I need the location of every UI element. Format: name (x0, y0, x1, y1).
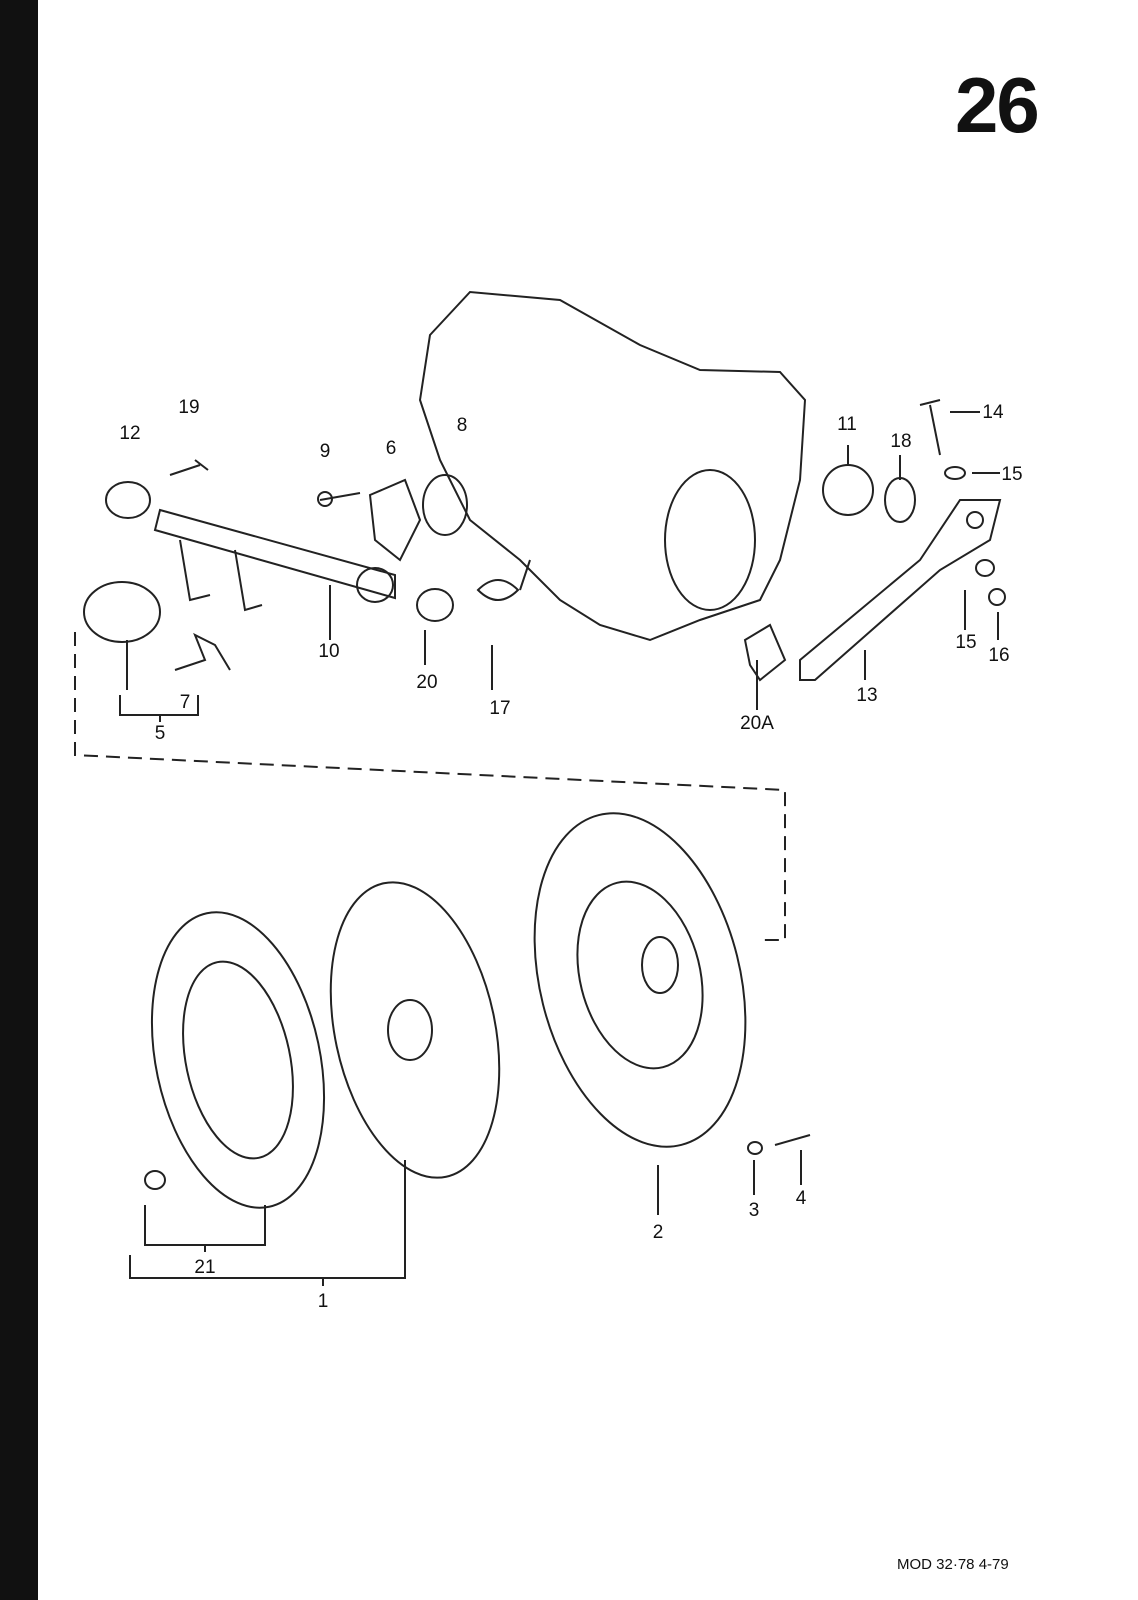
callout-18: 18 (890, 431, 912, 452)
pressure-plate (533, 812, 747, 1148)
clutch-disc (329, 881, 501, 1179)
callout-17: 17 (489, 698, 511, 719)
callout-16: 16 (988, 645, 1010, 666)
callout-20A: 20A (740, 713, 774, 734)
callout-14: 14 (982, 402, 1004, 423)
callout-19: 19 (178, 397, 200, 418)
connector-line (74, 632, 786, 941)
circlip-18 (884, 477, 916, 523)
callout-11: 11 (837, 414, 857, 435)
bush-20 (416, 588, 454, 622)
group-bracket-21 (144, 1205, 266, 1252)
group-bracket-5 (119, 695, 199, 722)
callout-20: 20 (416, 672, 438, 693)
callout-15: 15 (1001, 464, 1023, 485)
callout-4: 4 (795, 1188, 807, 1209)
callout-1: 1 (317, 1291, 329, 1312)
callout-2: 2 (652, 1222, 664, 1243)
washer-15-lower (975, 559, 995, 577)
callout-7: 7 (179, 692, 191, 713)
bolt-19 (169, 459, 209, 476)
fork-fingers (179, 539, 263, 612)
bolt-9 (319, 492, 361, 501)
bracket-20A (743, 623, 787, 682)
guide-sleeve-8 (422, 474, 468, 536)
bolt-14 (919, 399, 941, 456)
footer-model-code: MOD 32·78 4-79 (897, 1556, 1009, 1573)
housing-bellhousing-opening (664, 469, 756, 611)
scan-binding-edge (0, 0, 38, 1600)
bushing-11 (822, 464, 874, 516)
callout-21: 21 (194, 1257, 216, 1278)
clip-7 (174, 632, 231, 671)
bushing-12 (105, 481, 151, 519)
spring-17 (476, 559, 531, 601)
callout-9: 9 (319, 441, 331, 462)
clutch-lever-13 (799, 499, 1002, 681)
gasket-6 (368, 478, 422, 562)
callout-8: 8 (456, 415, 468, 436)
clutch-lining-21 (150, 911, 326, 1209)
release-bearing (83, 581, 161, 643)
callout-6: 6 (385, 438, 397, 459)
callout-12: 12 (119, 423, 141, 444)
gearbox-housing (418, 290, 807, 642)
rivet-21 (144, 1170, 166, 1190)
shaft-splines (356, 567, 394, 603)
page-number: 26 (955, 61, 1040, 149)
callout-5: 5 (154, 723, 166, 744)
washer-15 (944, 466, 966, 480)
callout-3: 3 (748, 1200, 760, 1221)
callout-13: 13 (856, 685, 878, 706)
group-bracket-1 (129, 1160, 406, 1286)
bolt-4 (774, 1134, 811, 1146)
callout-10: 10 (318, 641, 340, 662)
release-shaft (153, 508, 396, 600)
callout-15-lower: 15 (955, 632, 977, 653)
nut-16 (988, 588, 1006, 606)
